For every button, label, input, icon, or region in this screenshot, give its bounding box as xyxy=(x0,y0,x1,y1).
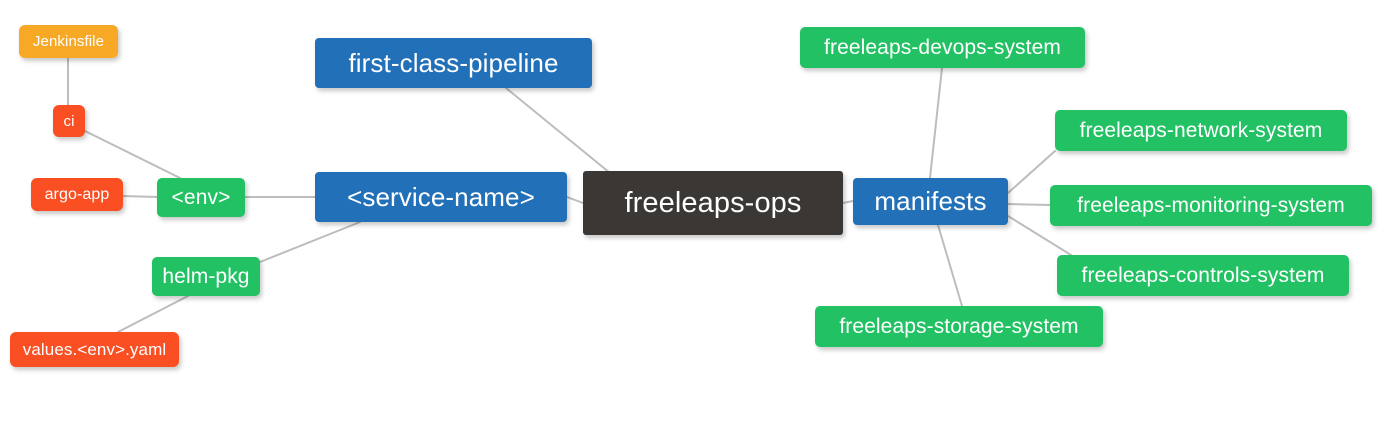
edge-env-argoapp xyxy=(122,195,158,198)
node-label: freeleaps-monitoring-system xyxy=(1077,193,1345,217)
edge-service-helm xyxy=(259,221,361,263)
edge-manifests-network xyxy=(1007,150,1056,194)
node-label: freeleaps-devops-system xyxy=(824,35,1061,59)
mindmap-node-jenkinsfile[interactable]: Jenkinsfile xyxy=(19,25,118,58)
mindmap-node-valuesyaml[interactable]: values.<env>.yaml xyxy=(10,332,179,367)
node-label: <env> xyxy=(171,185,231,209)
edge-manifests-storage xyxy=(937,224,963,307)
node-label: Jenkinsfile xyxy=(32,33,105,50)
node-label: helm-pkg xyxy=(162,264,250,288)
node-label: freeleaps-ops xyxy=(624,186,802,219)
node-label: freeleaps-storage-system xyxy=(839,314,1079,338)
node-label: first-class-pipeline xyxy=(348,47,559,78)
edge-root-pipeline xyxy=(505,87,611,174)
node-label: values.<env>.yaml xyxy=(22,339,167,359)
edge-root-manifests xyxy=(842,200,854,204)
edge-manifests-devops xyxy=(929,67,943,179)
edge-root-service xyxy=(566,196,584,204)
mindmap-node-monitoring[interactable]: freeleaps-monitoring-system xyxy=(1050,185,1372,226)
mindmap-node-root[interactable]: freeleaps-ops xyxy=(583,171,843,235)
node-label: manifests xyxy=(874,186,987,216)
mindmap-node-service[interactable]: <service-name> xyxy=(315,172,567,222)
node-label: argo-app xyxy=(44,185,110,203)
edge-manifests-monitoring xyxy=(1007,203,1051,206)
edge-env-ci xyxy=(84,130,181,179)
mindmap-node-controls[interactable]: freeleaps-controls-system xyxy=(1057,255,1349,296)
mindmap-node-ci[interactable]: ci xyxy=(53,105,85,137)
mindmap-node-argoapp[interactable]: argo-app xyxy=(31,178,123,211)
mindmap-node-storage[interactable]: freeleaps-storage-system xyxy=(815,306,1103,347)
node-label: ci xyxy=(63,112,75,130)
mindmap-node-devops[interactable]: freeleaps-devops-system xyxy=(800,27,1085,68)
mindmap-node-manifests[interactable]: manifests xyxy=(853,178,1008,225)
mindmap-node-env[interactable]: <env> xyxy=(157,178,245,217)
mindmap-node-network[interactable]: freeleaps-network-system xyxy=(1055,110,1347,151)
edge-helm-valuesyaml xyxy=(117,295,189,333)
mindmap-node-helm[interactable]: helm-pkg xyxy=(152,257,260,296)
node-label: freeleaps-network-system xyxy=(1079,118,1323,142)
node-label: freeleaps-controls-system xyxy=(1081,263,1325,287)
node-label: <service-name> xyxy=(347,181,535,212)
mindmap-node-pipeline[interactable]: first-class-pipeline xyxy=(315,38,592,88)
